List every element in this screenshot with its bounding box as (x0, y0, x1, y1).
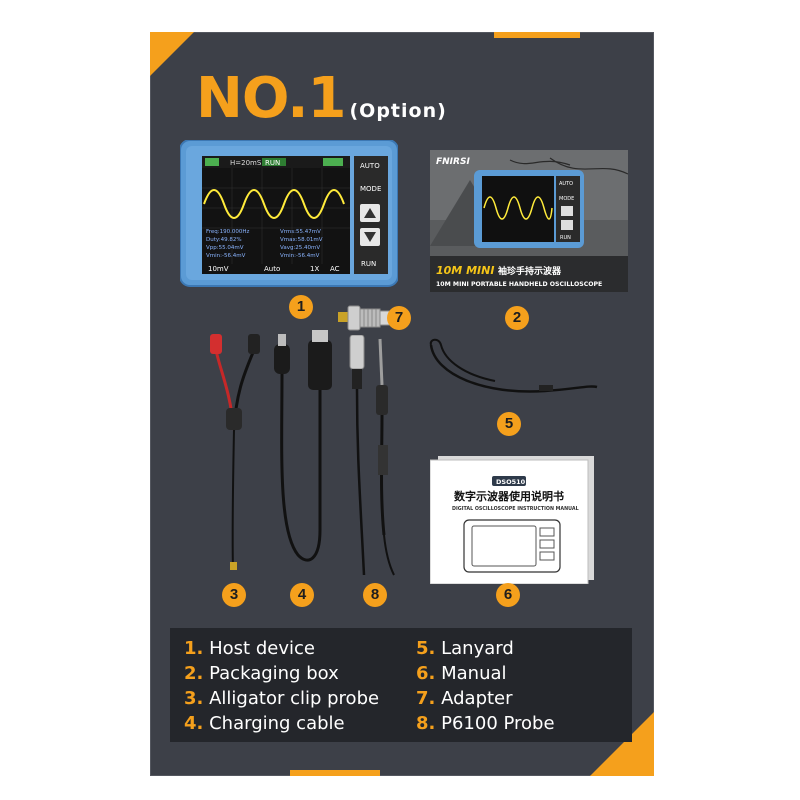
corner-accent-top-left (150, 32, 194, 76)
footer-volt: 10mV (208, 265, 229, 273)
device-status: RUN (265, 159, 280, 167)
footer-auto: Auto (264, 265, 280, 273)
up-arrow-icon (364, 208, 376, 218)
legend-num: 3. (184, 688, 204, 709)
box-button-mode: MODE (559, 196, 574, 202)
marker-5: 5 (497, 412, 521, 436)
legend-item-packaging-box: 2. Packaging box (184, 663, 339, 684)
manual-title-cn: 数字示波器使用说明书 (454, 489, 564, 503)
legend-label: Charging cable (209, 713, 345, 734)
manual-title-en: DIGITAL OSCILLOSCOPE INSTRUCTION MANUAL (452, 506, 579, 512)
legend-label: Packaging box (209, 663, 339, 684)
readout-left-0: Freq:190.000Hz (206, 229, 250, 235)
legend-item-charging-cable: 4. Charging cable (184, 713, 345, 734)
marker-1: 1 (289, 295, 313, 319)
device-timebase: H=20mS (230, 159, 262, 167)
legend-item-host-device: 1. Host device (184, 638, 315, 659)
readout-left-1: Duty:49.82% (206, 237, 242, 243)
marker-2: 2 (505, 306, 529, 330)
footer-probe: 1X (310, 265, 319, 273)
manual-model: DSO510 (496, 478, 526, 486)
legend-item-adapter: 7. Adapter (416, 688, 513, 709)
box-button-run: RUN (560, 235, 571, 241)
marker-4: 4 (290, 583, 314, 607)
charging-cable-image (274, 330, 332, 562)
legend-item-manual: 6. Manual (416, 663, 507, 684)
legend-num: 5. (416, 638, 436, 659)
box-brand: FNIRSI (436, 157, 470, 167)
page-title: NO.1 (Option) (196, 66, 447, 131)
p6100-probe-image (349, 335, 395, 576)
title-sub: (Option) (349, 100, 447, 122)
down-arrow-icon (364, 232, 376, 242)
legend-num: 7. (416, 688, 436, 709)
legend-item-p6100-probe: 8. P6100 Probe (416, 713, 555, 734)
marker-8: 8 (363, 583, 387, 607)
readout-right-3: Vmin:-56.4mV (280, 253, 320, 259)
legend-num: 1. (184, 638, 204, 659)
waveform (203, 189, 345, 219)
title-main: NO.1 (196, 66, 346, 131)
legend-num: 4. (184, 713, 204, 734)
marker-3: 3 (222, 583, 246, 607)
device-button-run: RUN (361, 260, 376, 268)
legend-label: Alligator clip probe (209, 688, 380, 709)
box-model-cn: 袖珍手持示波器 (497, 265, 562, 277)
legend-box: 1. Host device 2. Packaging box 3. Allig… (170, 628, 632, 742)
readout-left-2: Vpp:55.04mV (206, 245, 244, 251)
legend-label: Host device (209, 638, 315, 659)
legend-label: Adapter (441, 688, 513, 709)
legend-num: 6. (416, 663, 436, 684)
legend-label: Lanyard (441, 638, 514, 659)
packaging-box-image: FNIRSI AUTO MODE RUN 10M MINI 袖珍手持示波器 10… (430, 150, 628, 292)
legend-label: P6100 Probe (441, 713, 555, 734)
readout-right-2: Vavg:25.40mV (280, 245, 320, 251)
device-button-mode: MODE (360, 185, 381, 193)
alligator-clip-probe-image (210, 334, 260, 571)
manual-image: DSO510 数字示波器使用说明书 DIGITAL OSCILLOSCOPE I… (430, 456, 594, 584)
legend-item-lanyard: 5. Lanyard (416, 638, 514, 659)
corner-accent-bottom-left (290, 770, 380, 776)
box-model-line: 10M MINI (436, 264, 494, 277)
legend-item-alligator-clip-probe: 3. Alligator clip probe (184, 688, 379, 709)
readout-right-0: Vrms:55.47mV (280, 229, 321, 235)
readout-right-1: Vmax:58.01mV (280, 237, 323, 243)
host-device-image: H=20mS RUN Freq:190.000Hz Duty:49.82% Vp… (180, 140, 398, 287)
marker-7: 7 (387, 306, 411, 330)
device-button-auto: AUTO (360, 162, 380, 170)
box-subtitle: 10M MINI PORTABLE HANDHELD OSCILLOSCOPE (436, 281, 602, 288)
legend-num: 2. (184, 663, 204, 684)
legend-num: 8. (416, 713, 436, 734)
footer-coupling: AC (330, 265, 340, 273)
legend-label: Manual (441, 663, 507, 684)
readout-left-3: Vmin:-56.4mV (206, 253, 246, 259)
corner-accent-top-right (494, 32, 580, 38)
lanyard-image (429, 338, 598, 393)
box-button-auto: AUTO (559, 181, 573, 187)
marker-6: 6 (496, 583, 520, 607)
